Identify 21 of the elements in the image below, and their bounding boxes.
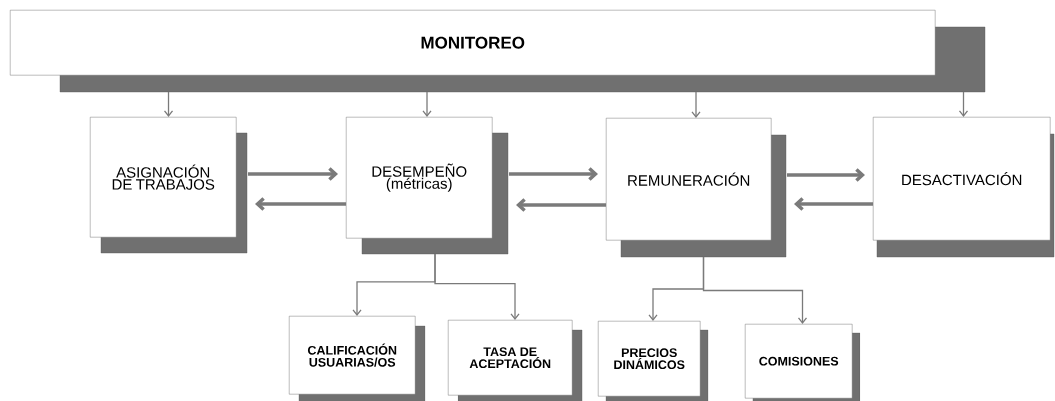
arrow xyxy=(691,91,701,118)
arrow xyxy=(163,91,174,117)
shadowed-box: DESACTIVACIÓN xyxy=(873,117,1055,258)
arrow xyxy=(434,253,520,320)
arrow xyxy=(702,256,808,324)
arrow xyxy=(516,198,606,212)
shadowed-box: DESEMPEÑO (métricas) xyxy=(346,117,509,255)
shadowed-box: ASIGNACIÓN DE TRABAJOS xyxy=(90,117,248,254)
arrow xyxy=(248,167,338,181)
shadowed-box: MONITOREO xyxy=(10,10,986,93)
arrow xyxy=(422,91,432,117)
arrow xyxy=(509,167,598,181)
shadowed-box: REMUNERACIÓN xyxy=(606,118,787,258)
shadowed-box: COMISIONES xyxy=(745,324,861,401)
arrow xyxy=(255,197,346,211)
shadowed-box: PRECIOS DINÁMICOS xyxy=(598,321,709,401)
arrow xyxy=(958,91,969,117)
arrow xyxy=(794,197,873,211)
shadowed-box: TASA DE ACEPTACIÓN xyxy=(448,320,583,401)
shadowed-box: CALIFICACIÓN USUARIAS/OS xyxy=(289,316,426,401)
arrow xyxy=(787,168,865,182)
